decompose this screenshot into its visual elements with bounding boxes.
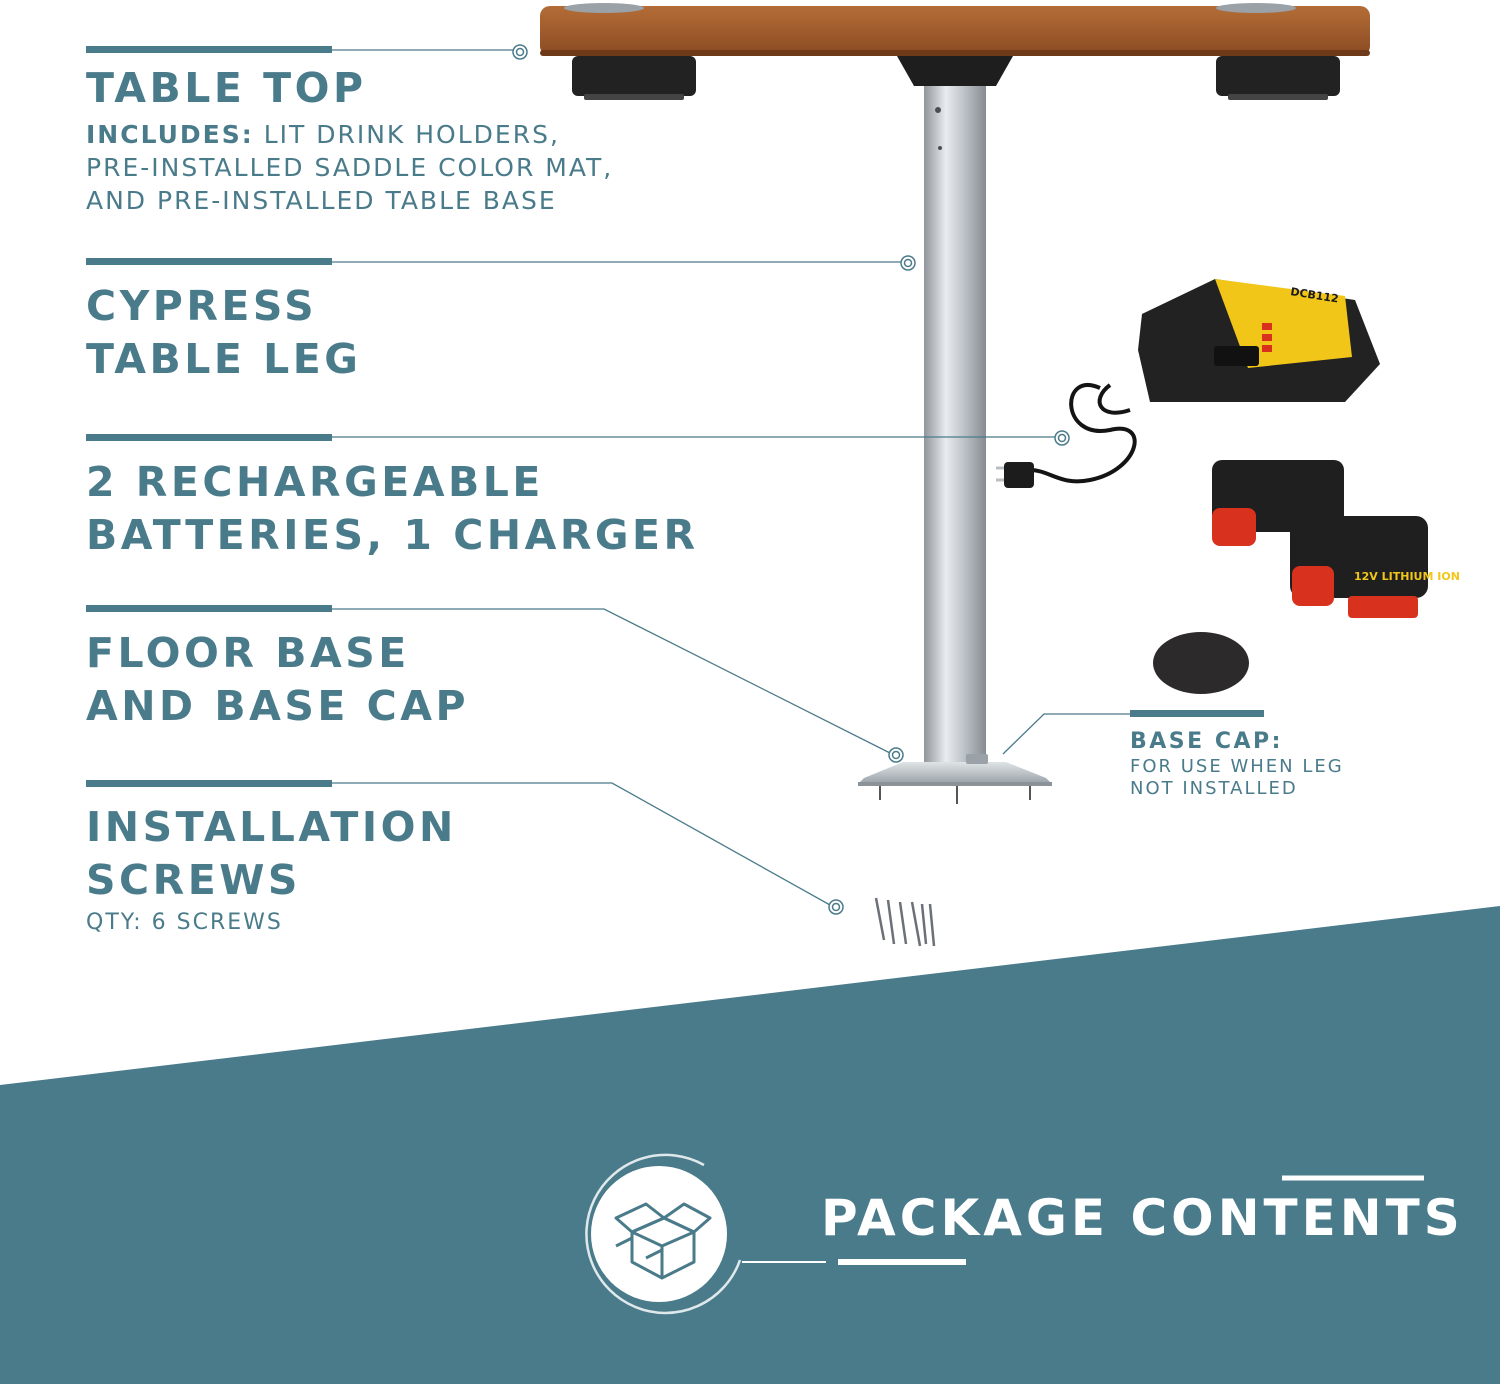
charger: DCB112 (996, 279, 1380, 488)
table-leg-title: CYPRESS (86, 282, 318, 330)
batteries-title: BATTERIES, 1 CHARGER (86, 511, 699, 559)
floor-base (858, 754, 1052, 804)
base-cap-line: FOR USE WHEN LEG (1130, 756, 1344, 777)
table-top-sub-line: AND PRE-INSTALLED TABLE BASE (86, 186, 557, 215)
section-bar (86, 258, 332, 265)
battery-label: 12V LITHIUM ION (1354, 570, 1460, 583)
package-contents-title: PACKAGE CONTENTS (821, 1189, 1464, 1247)
callout-lines (332, 49, 1130, 906)
base-cap (1153, 632, 1249, 694)
floor-base-title: AND BASE CAP (86, 682, 470, 730)
callout-markers (512, 44, 1070, 915)
battery-1 (1212, 460, 1344, 546)
screws-qty: QTY: 6 SCREWS (86, 910, 283, 935)
table-leg-title: TABLE LEG (86, 335, 362, 383)
table-top-sub-line: PRE-INSTALLED SADDLE COLOR MAT, (86, 153, 614, 182)
section-bar (86, 46, 332, 53)
screws (874, 897, 936, 947)
floor-base-title: FLOOR BASE (86, 629, 410, 677)
base-cap-title: BASE CAP: (1130, 729, 1283, 754)
batteries-title: 2 RECHARGEABLE (86, 458, 544, 506)
section-bar (86, 780, 332, 787)
screws-title: INSTALLATION (86, 803, 457, 851)
base-cap-bar (1130, 710, 1264, 717)
includes-label: INCLUDES: (86, 120, 254, 149)
screws-title: SCREWS (86, 856, 301, 904)
table-top (540, 3, 1370, 100)
section-bar (86, 434, 332, 441)
footer-lines (742, 1175, 1424, 1265)
section-bar (86, 605, 332, 612)
table-top-includes: INCLUDES: LIT DRINK HOLDERS, (86, 118, 560, 151)
table-leg (924, 86, 986, 768)
table-top-title: TABLE TOP (86, 64, 367, 112)
includes-text: LIT DRINK HOLDERS, (263, 120, 560, 149)
battery-2: 12V LITHIUM ION (1290, 516, 1460, 618)
base-cap-line: NOT INSTALLED (1130, 778, 1298, 799)
open-box-icon (585, 1153, 742, 1315)
